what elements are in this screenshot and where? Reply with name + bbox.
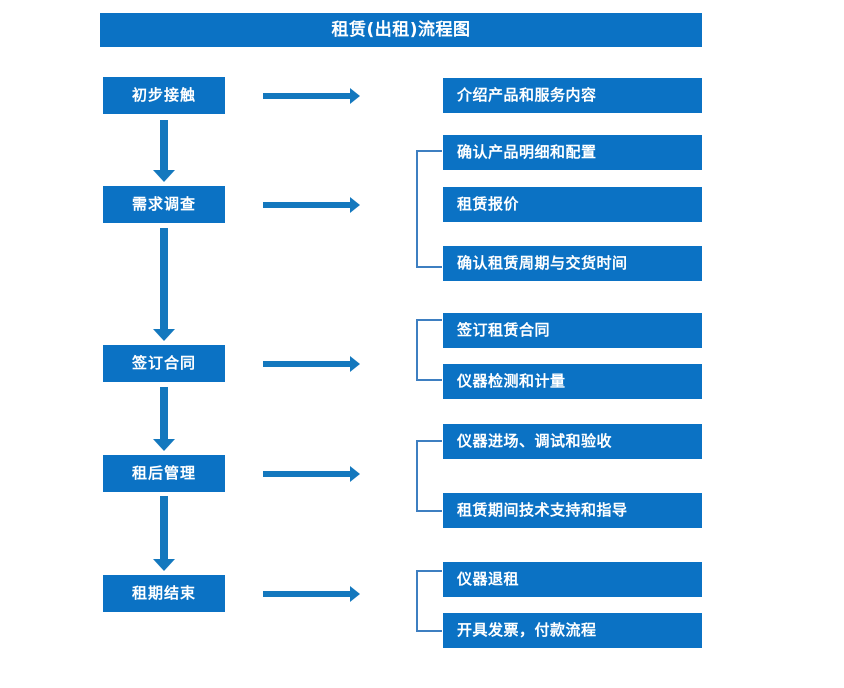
down-arrow-icon-3: [153, 387, 175, 451]
group-bracket-icon-1: [416, 150, 442, 268]
detail-box-5[interactable]: 签订租赁合同: [443, 313, 702, 348]
detail-box-8[interactable]: 租赁期间技术支持和指导: [443, 493, 702, 528]
group-bracket-icon-2: [416, 319, 442, 381]
right-arrow-icon-3: [263, 356, 360, 372]
detail-box-10[interactable]: 开具发票，付款流程: [443, 613, 702, 648]
right-arrow-icon-1: [263, 88, 360, 104]
stage-box-2[interactable]: 需求调查: [103, 186, 225, 223]
right-arrow-icon-2: [263, 197, 360, 213]
stage-box-4[interactable]: 租后管理: [103, 455, 225, 492]
detail-box-2[interactable]: 确认产品明细和配置: [443, 135, 702, 170]
stage-box-1[interactable]: 初步接触: [103, 77, 225, 114]
down-arrow-icon-2: [153, 228, 175, 341]
right-arrow-icon-4: [263, 466, 360, 482]
group-bracket-icon-3: [416, 440, 442, 512]
detail-box-9[interactable]: 仪器退租: [443, 562, 702, 597]
detail-box-1[interactable]: 介绍产品和服务内容: [443, 78, 702, 113]
detail-box-4[interactable]: 确认租赁周期与交货时间: [443, 246, 702, 281]
group-bracket-icon-4: [416, 570, 442, 632]
down-arrow-icon-1: [153, 120, 175, 182]
down-arrow-icon-4: [153, 496, 175, 571]
right-arrow-icon-5: [263, 586, 360, 602]
diagram-title: 租赁(出租)流程图: [100, 13, 702, 47]
detail-box-6[interactable]: 仪器检测和计量: [443, 364, 702, 399]
stage-box-3[interactable]: 签订合同: [103, 345, 225, 382]
detail-box-3[interactable]: 租赁报价: [443, 187, 702, 222]
stage-box-5[interactable]: 租期结束: [103, 575, 225, 612]
detail-box-7[interactable]: 仪器进场、调试和验收: [443, 424, 702, 459]
